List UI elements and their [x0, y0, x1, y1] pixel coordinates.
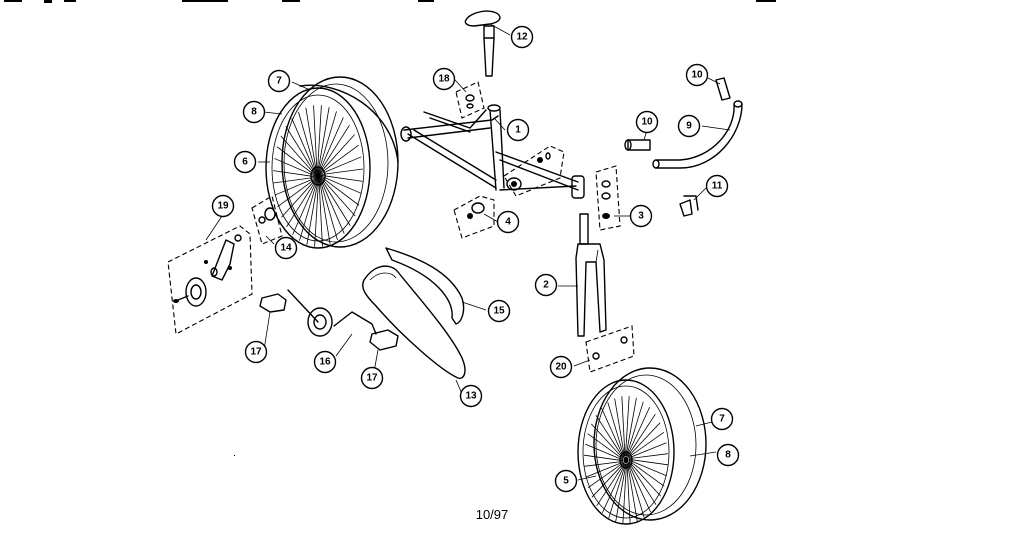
callout-circle-c13 [459, 384, 483, 408]
callout-label-c10a: 10 [691, 70, 703, 81]
callout-label-c10b: 10 [641, 117, 653, 128]
callout-circle-c10a [685, 63, 709, 87]
group-4 [453, 195, 495, 239]
callout-circle-c7a [267, 69, 291, 93]
top-cropped-marks [4, 0, 776, 3]
rear-rim [265, 87, 371, 249]
callout-label-c8b: 8 [725, 450, 731, 461]
callout-label-c7b: 7 [719, 414, 725, 425]
stem-clamp [679, 195, 699, 217]
callout-circle-c16 [313, 350, 337, 374]
rear-tire-outer [281, 76, 399, 248]
seat-assembly [464, 10, 501, 77]
chainring [307, 307, 333, 337]
callout-label-c9: 9 [686, 121, 692, 132]
callout-circle-c20 [549, 355, 573, 379]
callout-circle-c8a [242, 100, 266, 124]
callout-label-c1: 1 [515, 125, 521, 136]
callout-label-c4: 4 [505, 217, 511, 228]
callout-circle-c17b [360, 366, 384, 390]
grip-right [715, 77, 731, 101]
callout-circle-c8b [716, 443, 740, 467]
callout-label-c15: 15 [493, 306, 505, 317]
training-bracket [211, 239, 235, 281]
pedal-left [259, 293, 287, 313]
pedal-right [369, 329, 399, 351]
callout-label-c19: 19 [217, 201, 229, 212]
front-wheel [577, 367, 707, 525]
callout-circle-c7b [710, 407, 734, 431]
callout-circle-c3 [629, 204, 653, 228]
hardware-groups [167, 81, 635, 373]
rear-spokes [273, 105, 363, 247]
front-tire-outer [593, 367, 707, 521]
front-hub [619, 451, 633, 469]
callout-circle-c6 [233, 150, 257, 174]
seat-post [483, 37, 495, 77]
callout-label-c5: 5 [563, 476, 569, 487]
training-wheel [173, 234, 242, 307]
callout-circle-c10b [635, 110, 659, 134]
drawing-date-code: 10/97 [476, 507, 509, 522]
callout-label-c12: 12 [516, 32, 528, 43]
group-19 [167, 225, 253, 335]
callout-label-c8a: 8 [251, 107, 257, 118]
callout-circle-c1 [506, 118, 530, 142]
callout-label-c2: 2 [543, 280, 549, 291]
callout-label-c14: 14 [280, 243, 292, 254]
callout-circle-c14 [274, 236, 298, 260]
callout-circle-c18 [432, 67, 456, 91]
rear-wheel [265, 76, 399, 249]
callout-label-c17b: 17 [366, 373, 378, 384]
callout-circle-c11 [705, 174, 729, 198]
callout-numbers: 12 18 1 10 10 9 11 7 8 6 19 14 4 3 2 15 17 16 17 13 20 7 8 5 [211, 25, 740, 493]
front-spokes [584, 396, 668, 524]
crank-assembly [259, 289, 399, 351]
chain [362, 265, 466, 379]
callout-circle-c12 [510, 25, 534, 49]
group-3 [595, 165, 621, 231]
group-frame-parts [503, 145, 565, 197]
callout-label-c11: 11 [712, 181, 723, 192]
callout-label-c3: 3 [638, 211, 644, 222]
callout-label-c20: 20 [555, 362, 567, 373]
head-tube [571, 175, 585, 199]
callout-label-c13: 13 [465, 391, 477, 402]
front-fork [575, 213, 607, 337]
handlebar-assembly [624, 77, 743, 217]
handlebar [655, 103, 735, 161]
leader-lines [205, 23, 731, 481]
callout-circle-c17a [244, 340, 268, 364]
callout-label-c16: 16 [319, 357, 331, 368]
callout-circle-c9 [677, 114, 701, 138]
rear-hub [310, 166, 326, 186]
group-20 [585, 325, 635, 373]
grip-left [627, 139, 651, 151]
front-rim [577, 379, 675, 525]
callout-circle-c5 [554, 469, 578, 493]
chain-guard [385, 247, 465, 325]
callout-circle-c19 [211, 194, 235, 218]
crank-arm [333, 311, 377, 335]
seat [464, 10, 501, 27]
callout-circle-c4 [496, 210, 520, 234]
callout-label-c6: 6 [242, 157, 248, 168]
group-18 [455, 81, 485, 119]
group-14 [251, 195, 283, 245]
bike-frame [400, 104, 585, 199]
callout-label-c18: 18 [438, 74, 450, 85]
callout-label-c17a: 17 [250, 347, 262, 358]
chain-parts [362, 247, 466, 379]
callout-circle-c15 [487, 299, 511, 323]
bottom-bracket [506, 177, 522, 191]
callout-label-c7a: 7 [276, 76, 282, 87]
callout-circle-c2 [534, 273, 558, 297]
